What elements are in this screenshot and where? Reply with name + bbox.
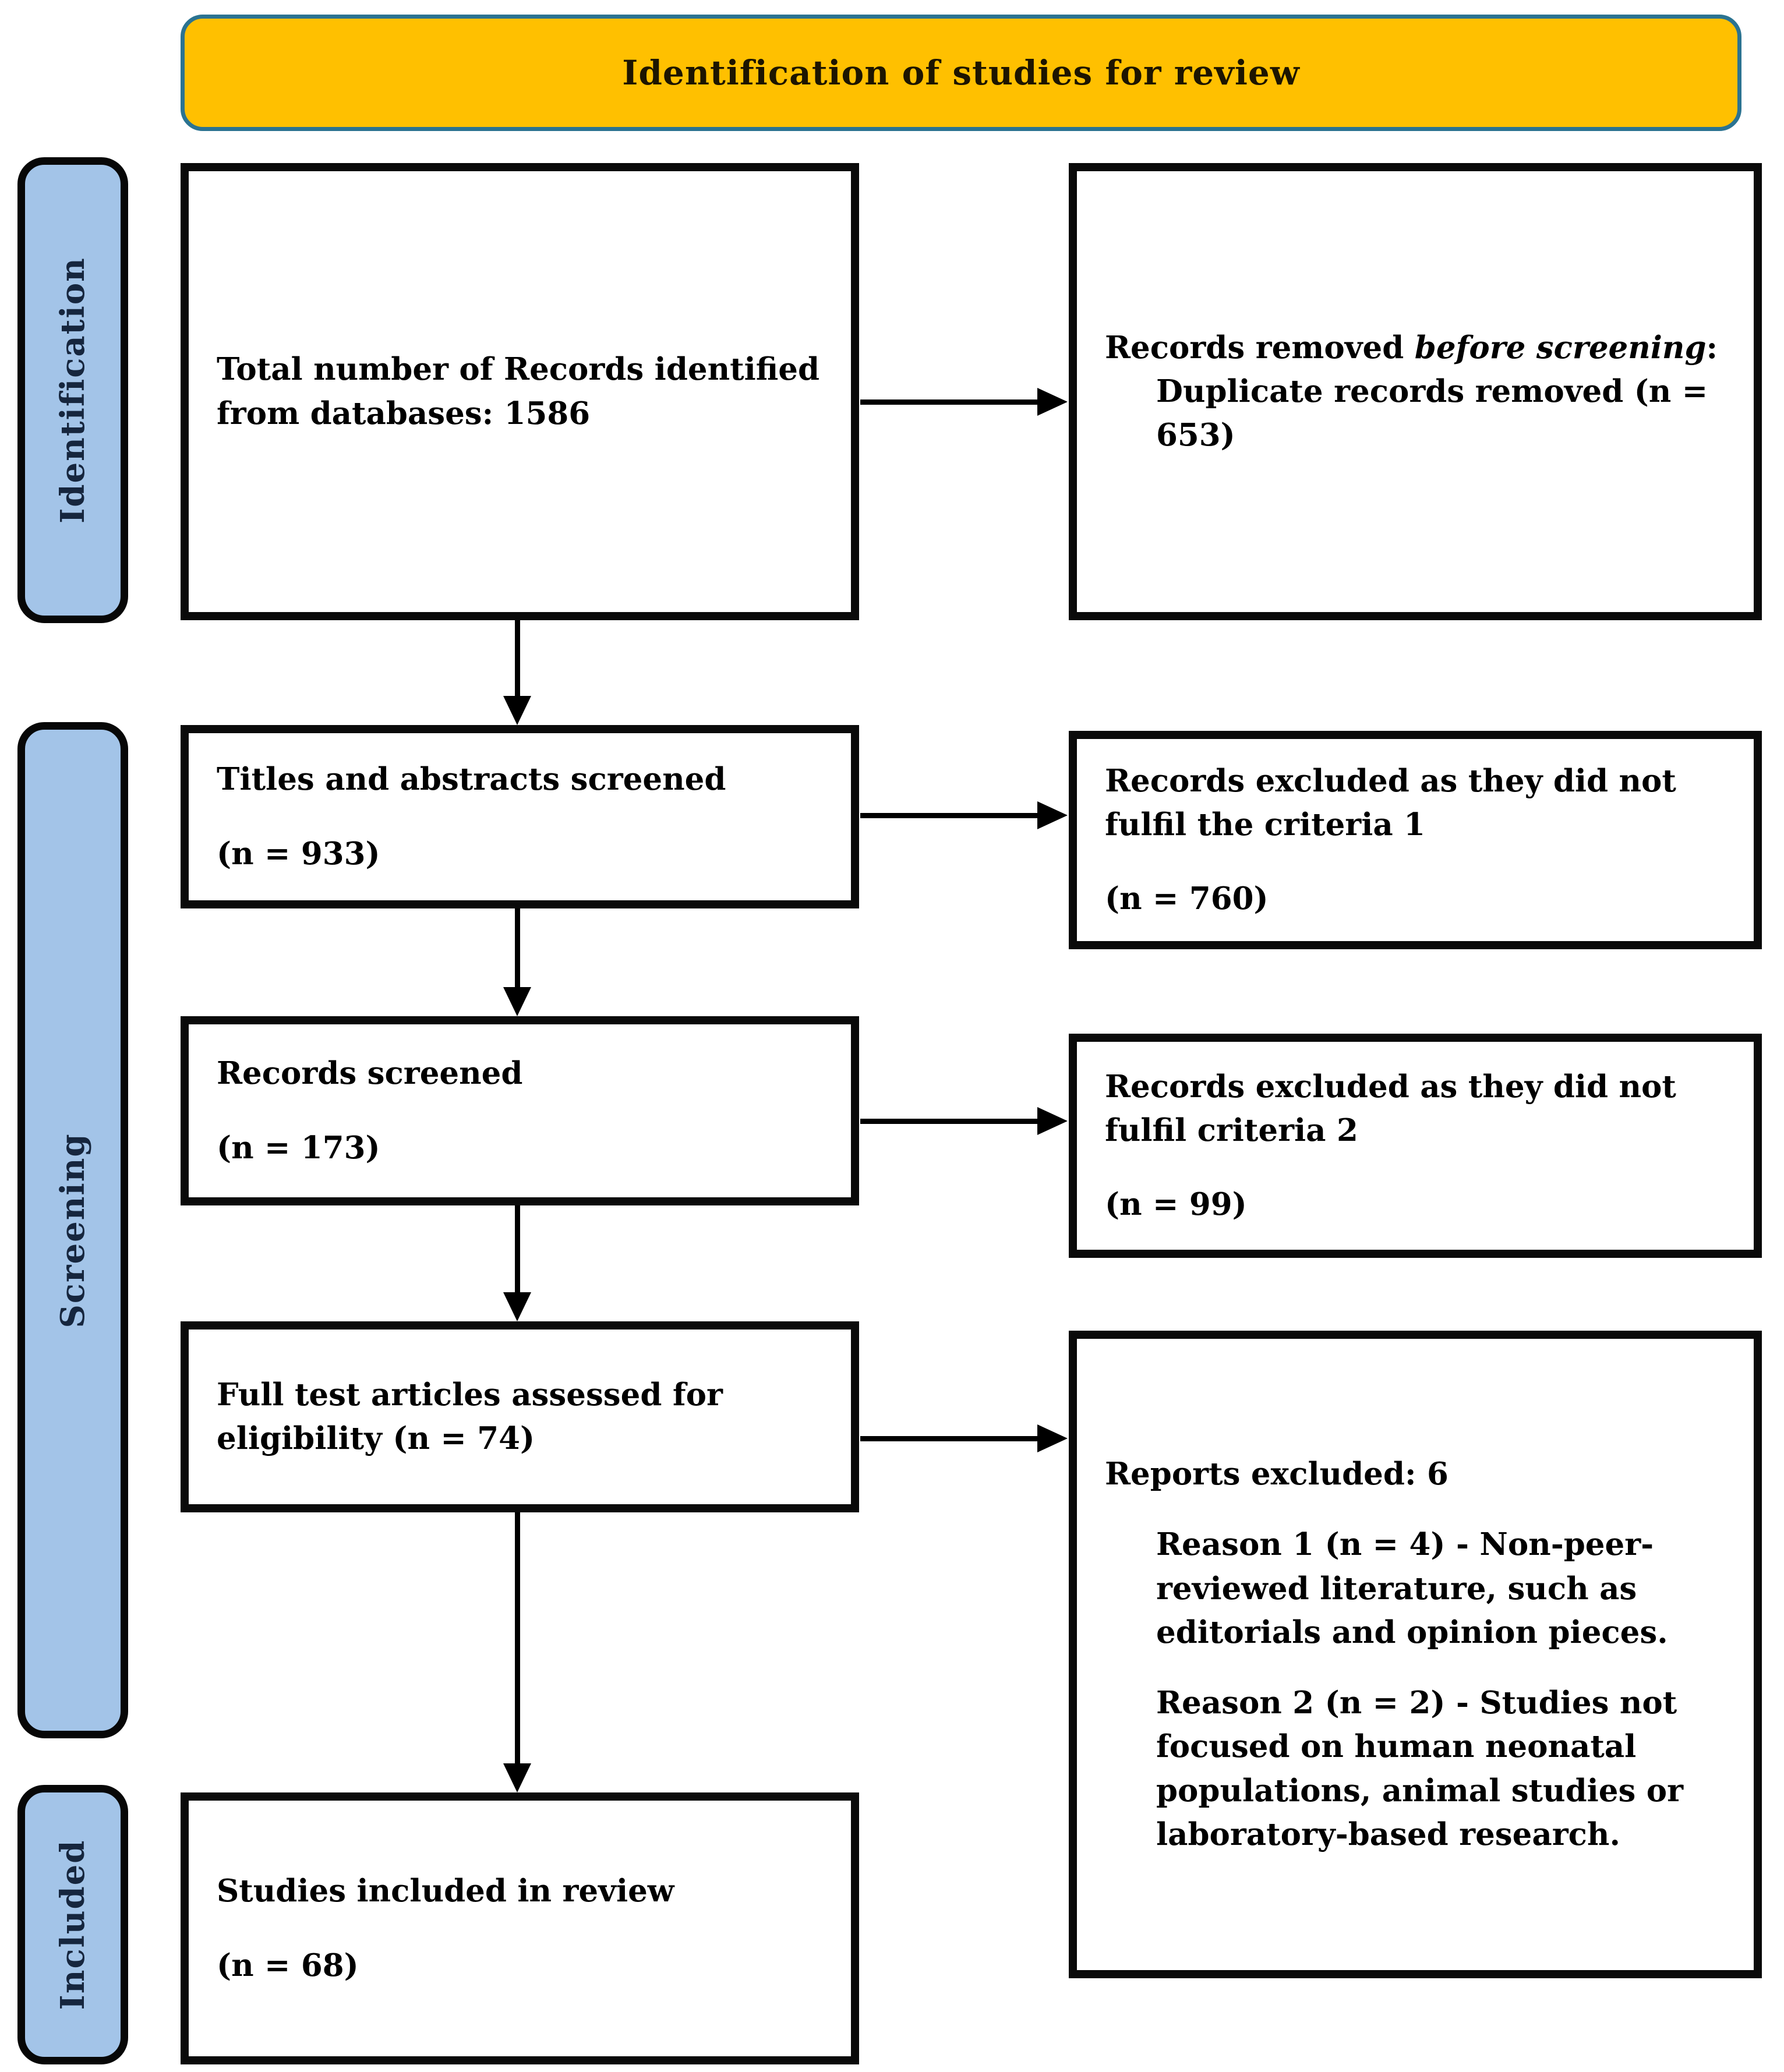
stage-label-identification: Identification xyxy=(54,257,92,524)
box-records-excluded-criteria2: Records excluded as they did not fulfil … xyxy=(1069,1034,1762,1258)
box-excluded2-count: (n = 99) xyxy=(1105,1186,1247,1223)
box-removed-heading-suffix: : xyxy=(1706,329,1718,366)
stage-rail-identification: Identification xyxy=(17,157,128,623)
stage-label-included: Included xyxy=(54,1839,92,2010)
box-records-identified: Total number of Records identified from … xyxy=(181,163,859,620)
arrow-right-identified-to-removed xyxy=(860,388,1068,416)
box-records-identified-text: Total number of Records identified from … xyxy=(217,351,820,432)
arrow-down-fulltext-to-included xyxy=(503,1512,531,1792)
box-titles-count: (n = 933) xyxy=(217,835,380,872)
box-excluded1-line1: Records excluded as they did not fulfil … xyxy=(1105,762,1676,843)
stage-rail-screening: Screening xyxy=(17,722,128,1738)
box-reports-excluded: Reports excluded: 6 Reason 1 (n = 4) - N… xyxy=(1069,1331,1762,1978)
box-excluded1-count: (n = 760) xyxy=(1105,881,1269,917)
box-included-count: (n = 68) xyxy=(217,1947,359,1983)
box-records-screened: Records screened (n = 173) xyxy=(181,1016,859,1205)
box-reports-excluded-reason1: Reason 1 (n = 4) - Non-peer-reviewed lit… xyxy=(1156,1526,1668,1650)
box-reports-excluded-heading: Reports excluded: 6 xyxy=(1105,1456,1449,1492)
box-included-line1: Studies included in review xyxy=(217,1873,674,1910)
arrow-down-identified-to-titles xyxy=(503,620,531,725)
box-removed-heading-prefix: Records removed xyxy=(1105,329,1415,366)
box-screened-line1: Records screened xyxy=(217,1055,523,1092)
arrow-down-screened-to-fulltext xyxy=(503,1205,531,1321)
box-screened-count: (n = 173) xyxy=(217,1129,380,1166)
box-records-removed-before-screening: Records removed before screening: Duplic… xyxy=(1069,163,1762,620)
title-banner: Identification of studies for review xyxy=(181,15,1741,131)
box-removed-heading: Records removed before screening: xyxy=(1105,326,1718,370)
arrow-right-screened-to-excluded2 xyxy=(860,1107,1068,1135)
box-fulltext-text: Full test articles assessed for eligibil… xyxy=(217,1376,723,1456)
box-titles-abstracts-screened: Titles and abstracts screened (n = 933) xyxy=(181,725,859,908)
box-titles-line1: Titles and abstracts screened xyxy=(217,761,726,798)
box-reports-excluded-reason2: Reason 2 (n = 2) - Studies not focused o… xyxy=(1156,1685,1684,1852)
arrow-down-titles-to-screened xyxy=(503,908,531,1016)
box-fulltext-assessed: Full test articles assessed for eligibil… xyxy=(181,1321,859,1512)
box-removed-detail: Duplicate records removed (n = 653) xyxy=(1156,373,1708,454)
stage-label-screening: Screening xyxy=(54,1132,92,1328)
stage-rail-included: Included xyxy=(17,1785,128,2064)
arrow-right-fulltext-to-reports-excluded xyxy=(860,1424,1068,1452)
page-title: Identification of studies for review xyxy=(622,53,1300,93)
arrow-right-titles-to-excluded1 xyxy=(860,801,1068,829)
box-records-excluded-criteria1: Records excluded as they did not fulfil … xyxy=(1069,731,1762,949)
box-removed-heading-italic: before screening xyxy=(1414,329,1707,366)
box-studies-included: Studies included in review (n = 68) xyxy=(181,1792,859,2064)
box-excluded2-line1: Records excluded as they did not fulfil … xyxy=(1105,1068,1676,1148)
